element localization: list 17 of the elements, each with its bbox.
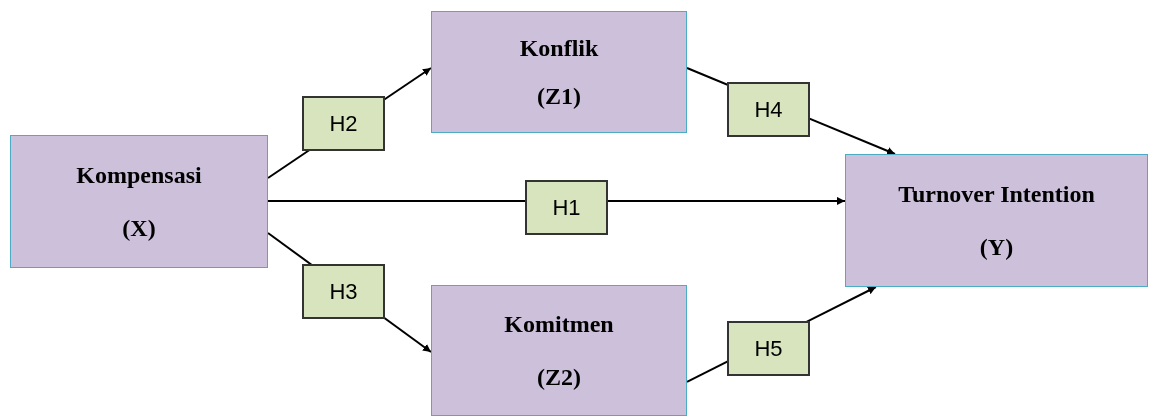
variable-box: [845, 154, 1148, 287]
variable-label: Konflik: [519, 34, 599, 63]
variable-label: (Y): [979, 233, 1014, 263]
variable-label: (X): [122, 214, 156, 244]
hypothesis-label: H4: [727, 82, 810, 137]
variable-label: (Z1): [537, 82, 581, 111]
variable-box: [431, 285, 687, 416]
variable-label: Turnover Intention: [898, 179, 1095, 209]
hypothesis-label: H5: [727, 321, 810, 376]
variable-label: Komitmen: [504, 310, 614, 340]
variable-box: [10, 135, 268, 268]
variable-box: [431, 11, 687, 133]
hypothesis-label: H3: [302, 264, 385, 319]
hypothesis-label: H2: [302, 96, 385, 151]
hypothesis-label: H1: [525, 180, 608, 235]
variable-label: Kompensasi: [76, 160, 202, 190]
variable-label: (Z2): [537, 362, 581, 392]
